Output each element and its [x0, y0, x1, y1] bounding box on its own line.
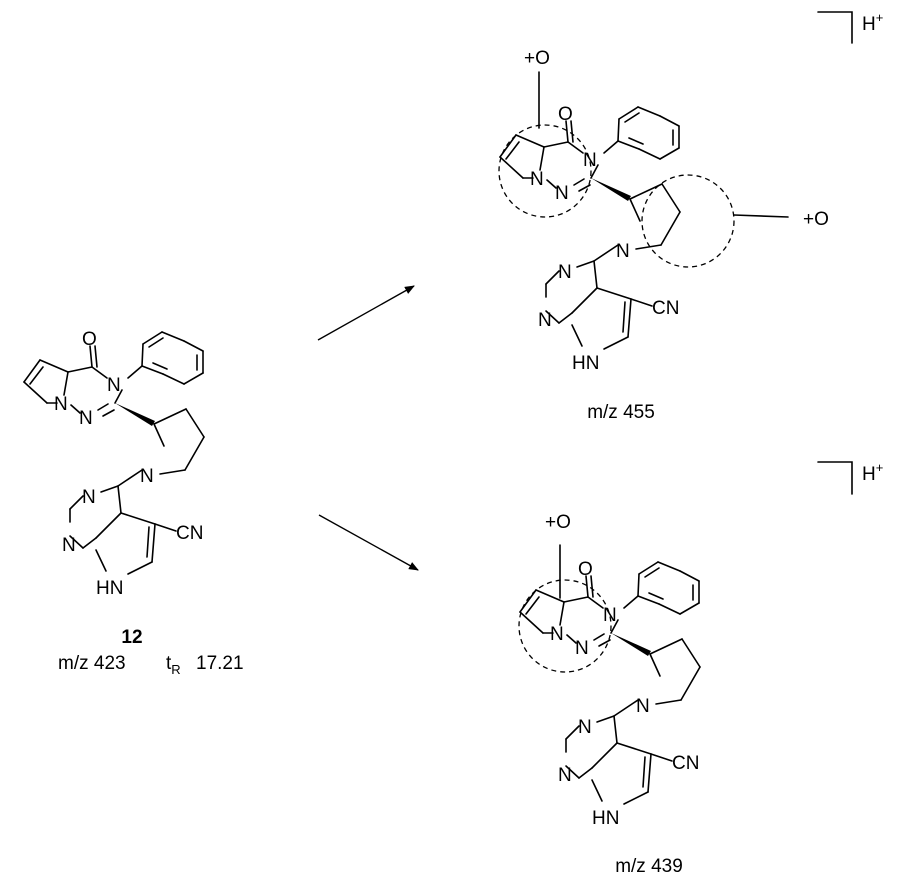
compound-12: O N N N N N N HN CN 12 m/z 423 tR 17.21 [23, 329, 244, 677]
retention-time-value: 17.21 [196, 653, 244, 674]
pyrrole-nh: HN [572, 353, 599, 374]
oxidation-label: +O [545, 512, 571, 533]
proton-label: H+ [862, 460, 883, 485]
proton-bracket [817, 461, 853, 495]
pyrrole-nh: HN [592, 808, 619, 829]
pyrimidine-n3: N [578, 717, 592, 738]
triazinone-n3: N [603, 605, 617, 626]
nitrile-group: CN [176, 523, 203, 544]
arrow-to-m455 [317, 285, 415, 341]
pyrrolidine-nitrogen: N [616, 241, 630, 262]
oxidation-tick-right [733, 214, 789, 218]
triazinone-n3: N [107, 375, 121, 396]
bridgehead-nitrogen: N [550, 624, 564, 645]
oxidation-site-pyrrole [498, 124, 592, 218]
arrow-to-m439 [318, 514, 419, 571]
triazinone-n1: N [555, 183, 569, 204]
carbonyl-oxygen: O [558, 104, 573, 125]
nitrile-group: CN [652, 298, 679, 319]
triazinone-n1: N [575, 638, 589, 659]
carbonyl-oxygen: O [82, 329, 97, 350]
pyrimidine-n1: N [538, 310, 552, 331]
triazinone-n1: N [79, 408, 93, 429]
nitrile-group: CN [672, 753, 699, 774]
oxidation-site-pyrrole [518, 579, 612, 673]
oxidation-label-right: +O [803, 209, 829, 230]
pyrrolidine-nitrogen: N [140, 466, 154, 487]
pyrimidine-n3: N [82, 487, 96, 508]
oxidation-label-left: +O [524, 48, 550, 69]
proton-label: H+ [862, 10, 883, 35]
metabolite-439: O N N N N N N HN CN +O H+ m/z 439 [518, 460, 883, 877]
pyrrolidine-nitrogen: N [636, 696, 650, 717]
bridgehead-nitrogen: N [530, 169, 544, 190]
carbonyl-oxygen: O [578, 559, 593, 580]
pyrimidine-n1: N [558, 765, 572, 786]
metabolite-455-mz: m/z 455 [587, 402, 655, 423]
pyrrole-nh: HN [96, 578, 123, 599]
compound-number: 12 [121, 627, 142, 648]
proton-bracket [817, 11, 853, 44]
oxidation-site-pyrrolidine [641, 174, 735, 268]
metabolite-439-mz: m/z 439 [615, 856, 683, 877]
triazinone-n3: N [583, 150, 597, 171]
retention-time-label: tR [166, 653, 181, 677]
pyrimidine-n3: N [558, 262, 572, 283]
compound-12-mz: m/z 423 [58, 653, 126, 674]
bridgehead-nitrogen: N [54, 394, 68, 415]
pyrimidine-n1: N [62, 535, 76, 556]
metabolite-455: O N N N N N N HN CN +O +O H+ m/z 455 [498, 10, 883, 423]
